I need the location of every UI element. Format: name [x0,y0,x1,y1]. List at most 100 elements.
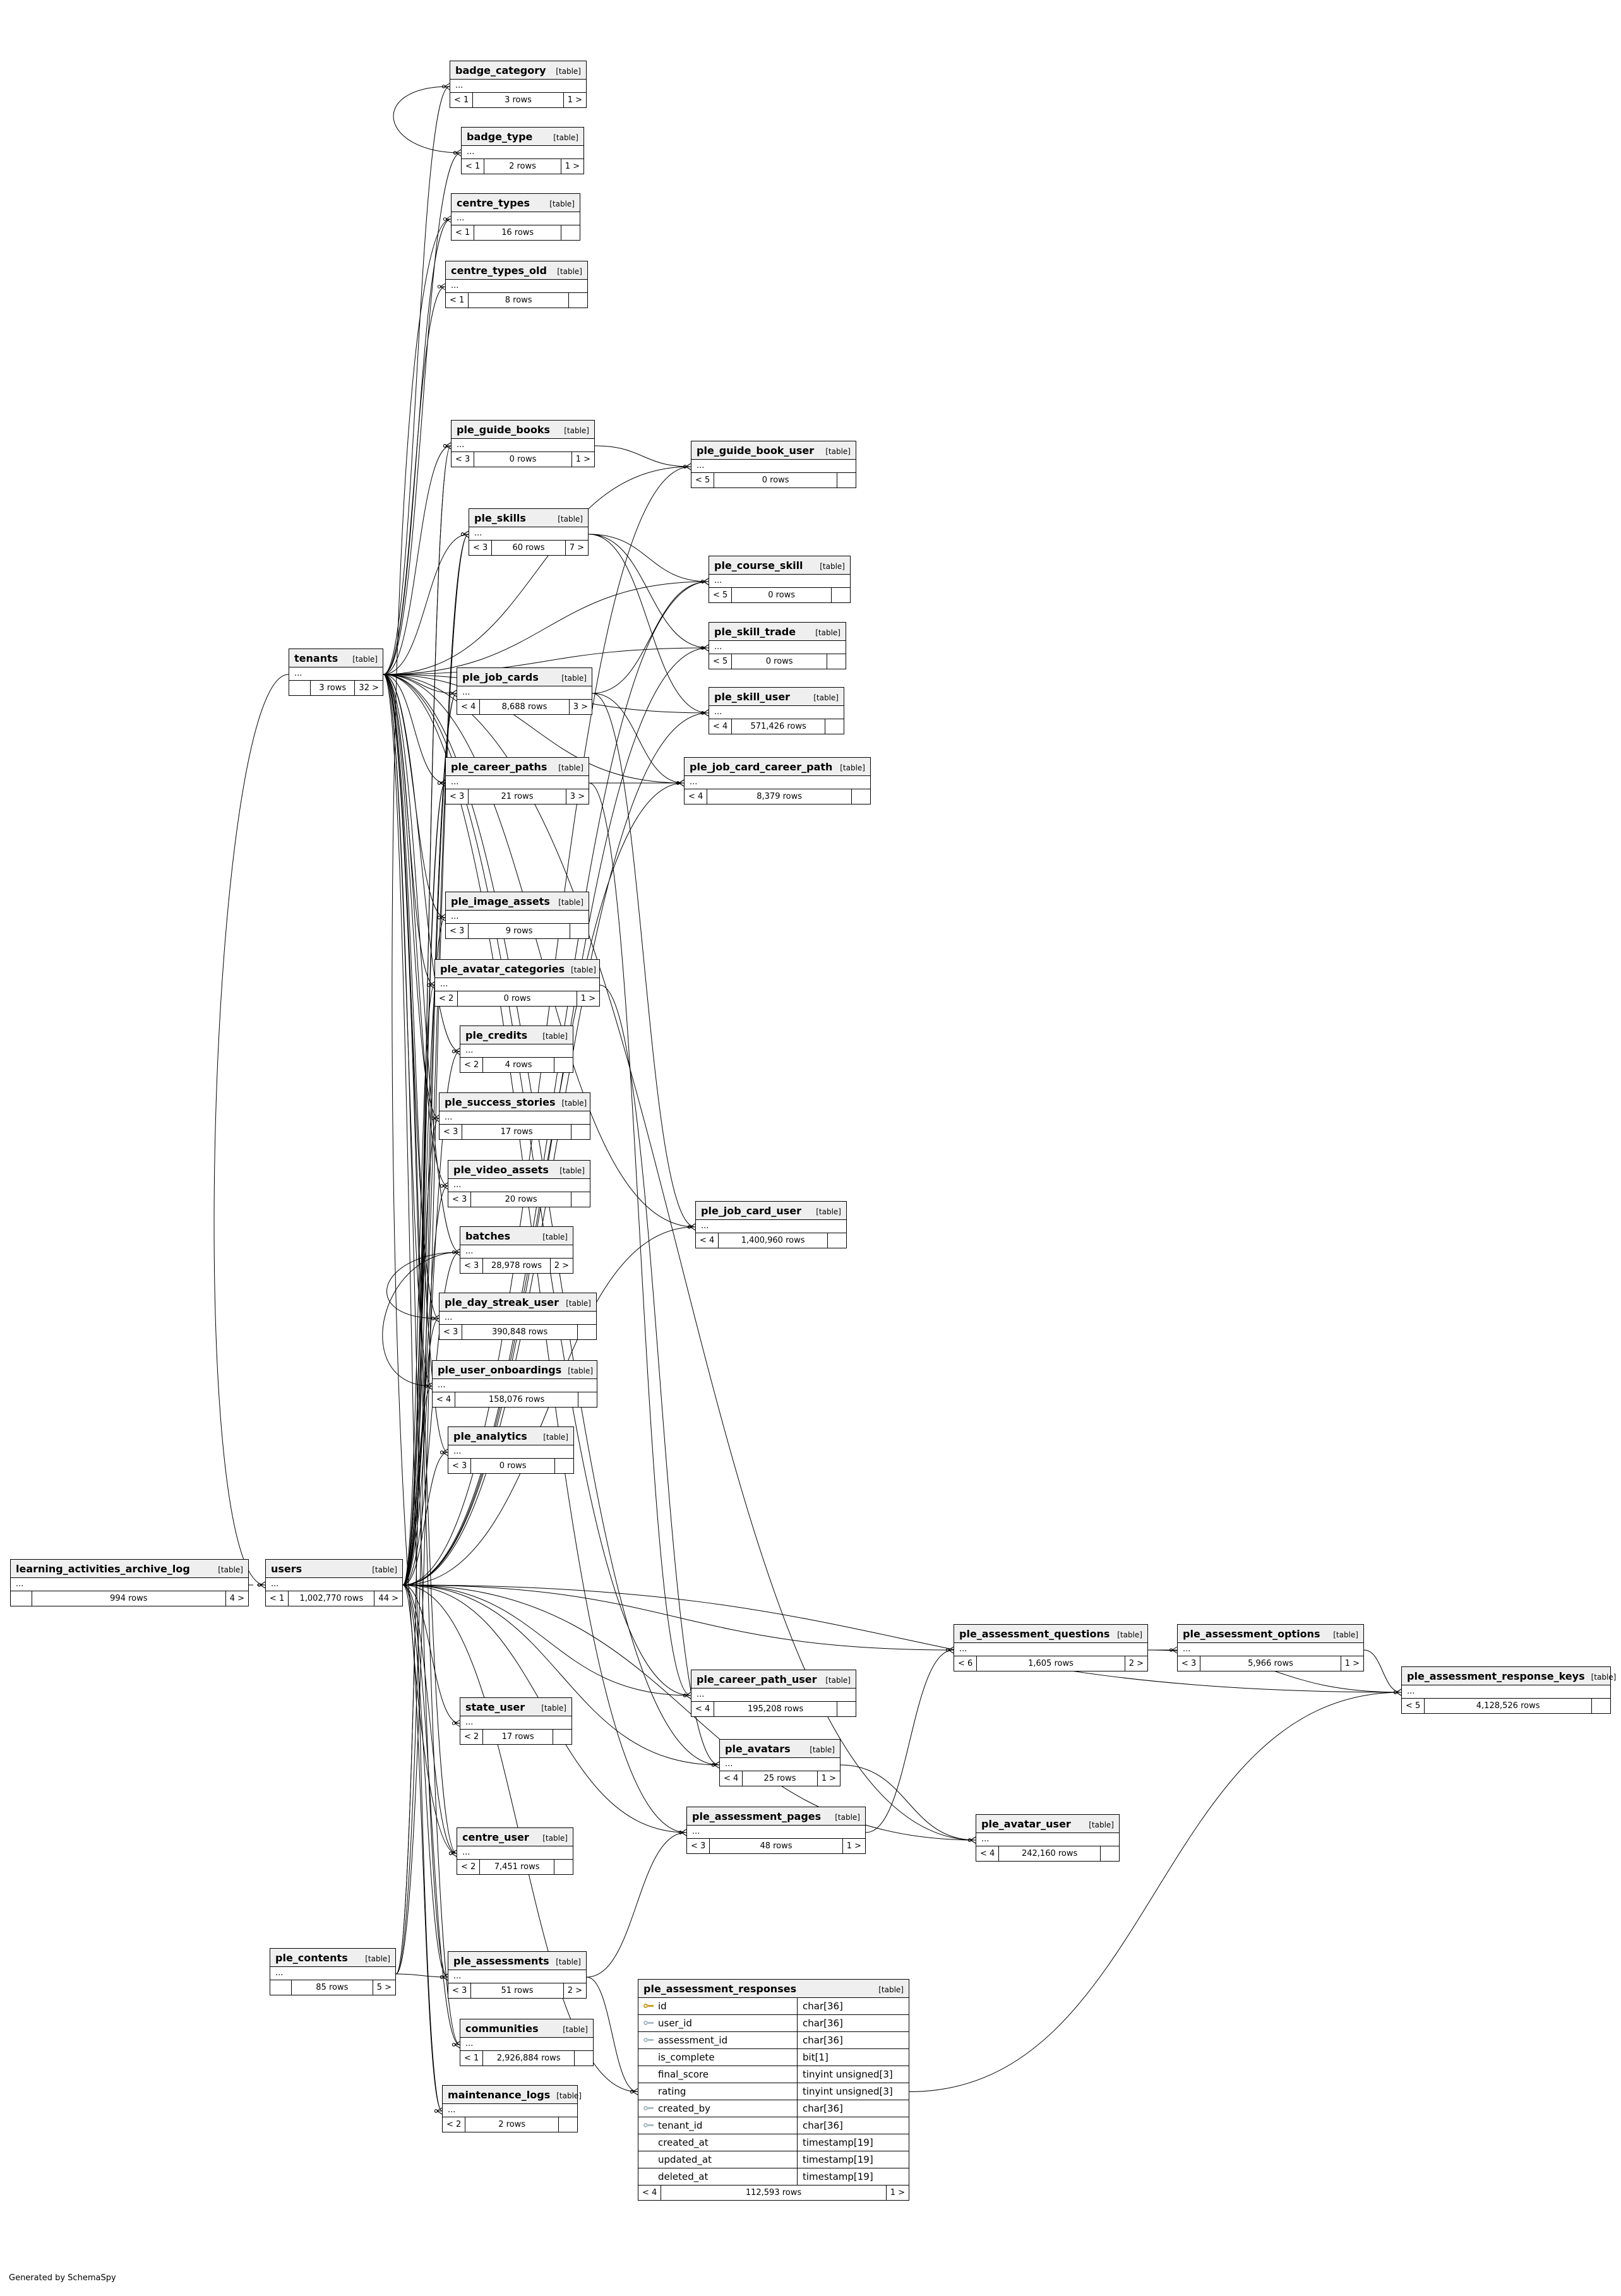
table-type-badge: [table] [365,1954,390,1963]
table-header: ple_avatars[table] [720,1740,840,1758]
foreign-key-count: < 3 [452,452,475,467]
column-name: updated_at [658,2154,712,2165]
table-title: ple_career_paths [451,761,547,773]
row-count: 4,128,526 rows [1476,1701,1540,1711]
edge-ple_assessments-to-ple_assessment_responses [586,1976,638,2092]
column-row: updated_at timestamp[19] [638,2151,909,2168]
exported-key-count: 7 > [565,541,588,555]
table-header: centre_types_old[table] [446,261,587,280]
row-count: 51 rows [501,1986,534,1995]
table-header: learning_activities_archive_log[table] [11,1560,248,1578]
column-name: assessment_id [658,2035,728,2046]
table-type-badge: [table] [372,1565,397,1574]
table-header: ple_day_streak_user[table] [440,1293,596,1312]
elided-columns-indicator: ... [696,1220,846,1233]
table-header: ple_guide_book_user[table] [691,441,856,460]
row-count: 994 rows [110,1594,148,1603]
exported-key-count [558,2117,577,2132]
table-title: ple_assessment_response_keys [1407,1670,1585,1682]
row-count: 2 rows [498,2120,526,2129]
table-header: maintenance_logs[table] [443,2086,582,2104]
table-header: batches[table] [460,1227,573,1245]
column-name-cell: created_by [638,2100,797,2117]
table-type-badge: [table] [541,1704,566,1713]
foreign-key-count: < 3 [687,1839,710,1853]
table-type-badge: [table] [558,515,583,523]
column-type: timestamp[19] [797,2151,909,2168]
table-header: ple_career_paths[table] [446,758,589,776]
table-type-badge: [table] [542,1233,568,1241]
edge-tenants-to-ple_video_assets [383,674,448,1186]
foreign-key-count: < 1 [462,159,485,174]
foreign-key-count: < 3 [446,789,469,804]
table-header: ple_course_skill[table] [709,556,850,575]
column-type: char[36] [797,2100,909,2117]
table-type-badge: [table] [825,1676,851,1685]
exported-key-count [831,588,850,602]
exported-key-count: 5 > [372,1980,395,1995]
edge-batches-to-ple_user_onboardings [382,1252,460,1386]
table-title: centre_types_old [451,265,547,277]
edge-users-to-ple_skill_user [402,713,709,1586]
exported-key-count: 3 > [565,789,589,804]
edge-ple_assessment_responses-to-ple_assessment_response_keys [909,1692,1401,2092]
table-node-ple_assessment_response_keys[interactable]: ple_assessment_response_keys[table]...< … [1401,1666,1616,1714]
table-node-learning_activities_archive_log[interactable]: learning_activities_archive_log[table]..… [10,1559,249,1606]
column-name: user_id [658,2018,692,2029]
edge-tenants-to-users [213,674,289,1585]
foreign-key-count: < 3 [448,1192,472,1207]
row-count: 8,688 rows [501,702,547,712]
table-type-badge: [table] [561,1099,587,1108]
edge-tenants-to-ple_success_stories [383,674,439,1118]
edge-ple_avatar_categories-to-ple_avatars [599,984,719,1765]
table-type-badge: [table] [820,562,845,571]
table-type-badge: [table] [825,447,851,456]
